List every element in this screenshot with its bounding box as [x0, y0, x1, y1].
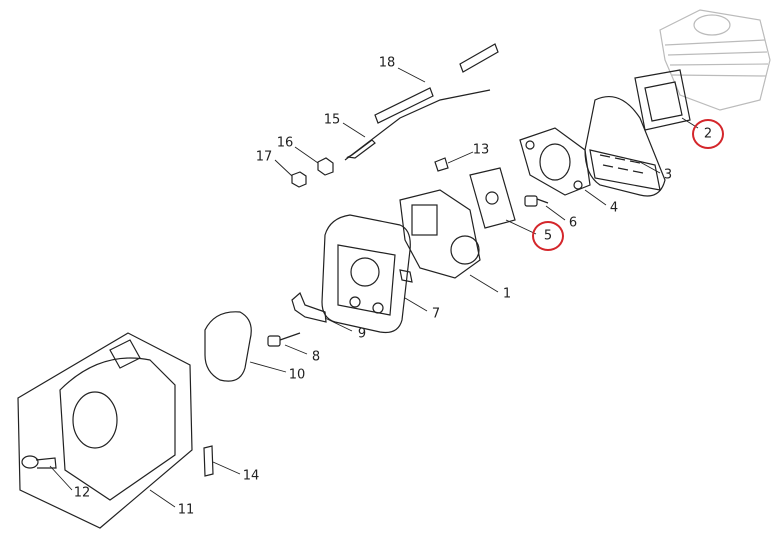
leader-lines: [49, 67, 699, 508]
label-16[interactable]: 16: [276, 135, 294, 151]
label-14[interactable]: 14: [242, 468, 260, 484]
part-12-knob: [21, 455, 57, 469]
highlight-circle-2: [692, 119, 724, 149]
part-15-cable: [344, 89, 491, 161]
label-2[interactable]: 2: [703, 126, 713, 142]
part-10-filter-element: [204, 311, 252, 382]
label-9[interactable]: 9: [357, 326, 367, 342]
part-16-nut: [317, 157, 334, 176]
part-6-bolt: [524, 195, 549, 207]
label-7[interactable]: 7: [431, 306, 441, 322]
label-11[interactable]: 11: [177, 502, 195, 518]
part-5-gasket: [469, 167, 516, 229]
label-4[interactable]: 4: [609, 200, 619, 216]
label-1[interactable]: 1: [502, 286, 512, 302]
label-10[interactable]: 10: [288, 367, 306, 383]
label-15[interactable]: 15: [323, 112, 341, 128]
label-6[interactable]: 6: [568, 215, 578, 231]
part-18-springs: [374, 43, 499, 124]
part-7-filter-base: [321, 214, 411, 334]
part-1-carburetor: [399, 189, 481, 283]
part-8-bolt: [267, 332, 301, 347]
part-11-cover: [17, 332, 193, 529]
label-13[interactable]: 13: [472, 142, 490, 158]
part-3-insulator: [584, 96, 666, 197]
part-14-plate: [203, 445, 214, 477]
label-3[interactable]: 3: [663, 167, 673, 183]
cylinder-part: [659, 9, 771, 111]
part-2-gasket: [634, 69, 691, 131]
label-18[interactable]: 18: [378, 55, 396, 71]
part-13-cap: [434, 157, 449, 172]
label-17[interactable]: 17: [255, 149, 273, 165]
highlight-circle-5: [532, 221, 564, 251]
label-8[interactable]: 8: [311, 349, 321, 365]
part-4-intake: [519, 127, 591, 196]
part-9-bracket: [291, 291, 327, 323]
part-17-nut: [291, 171, 307, 188]
label-12[interactable]: 12: [73, 485, 91, 501]
label-5[interactable]: 5: [543, 228, 553, 244]
